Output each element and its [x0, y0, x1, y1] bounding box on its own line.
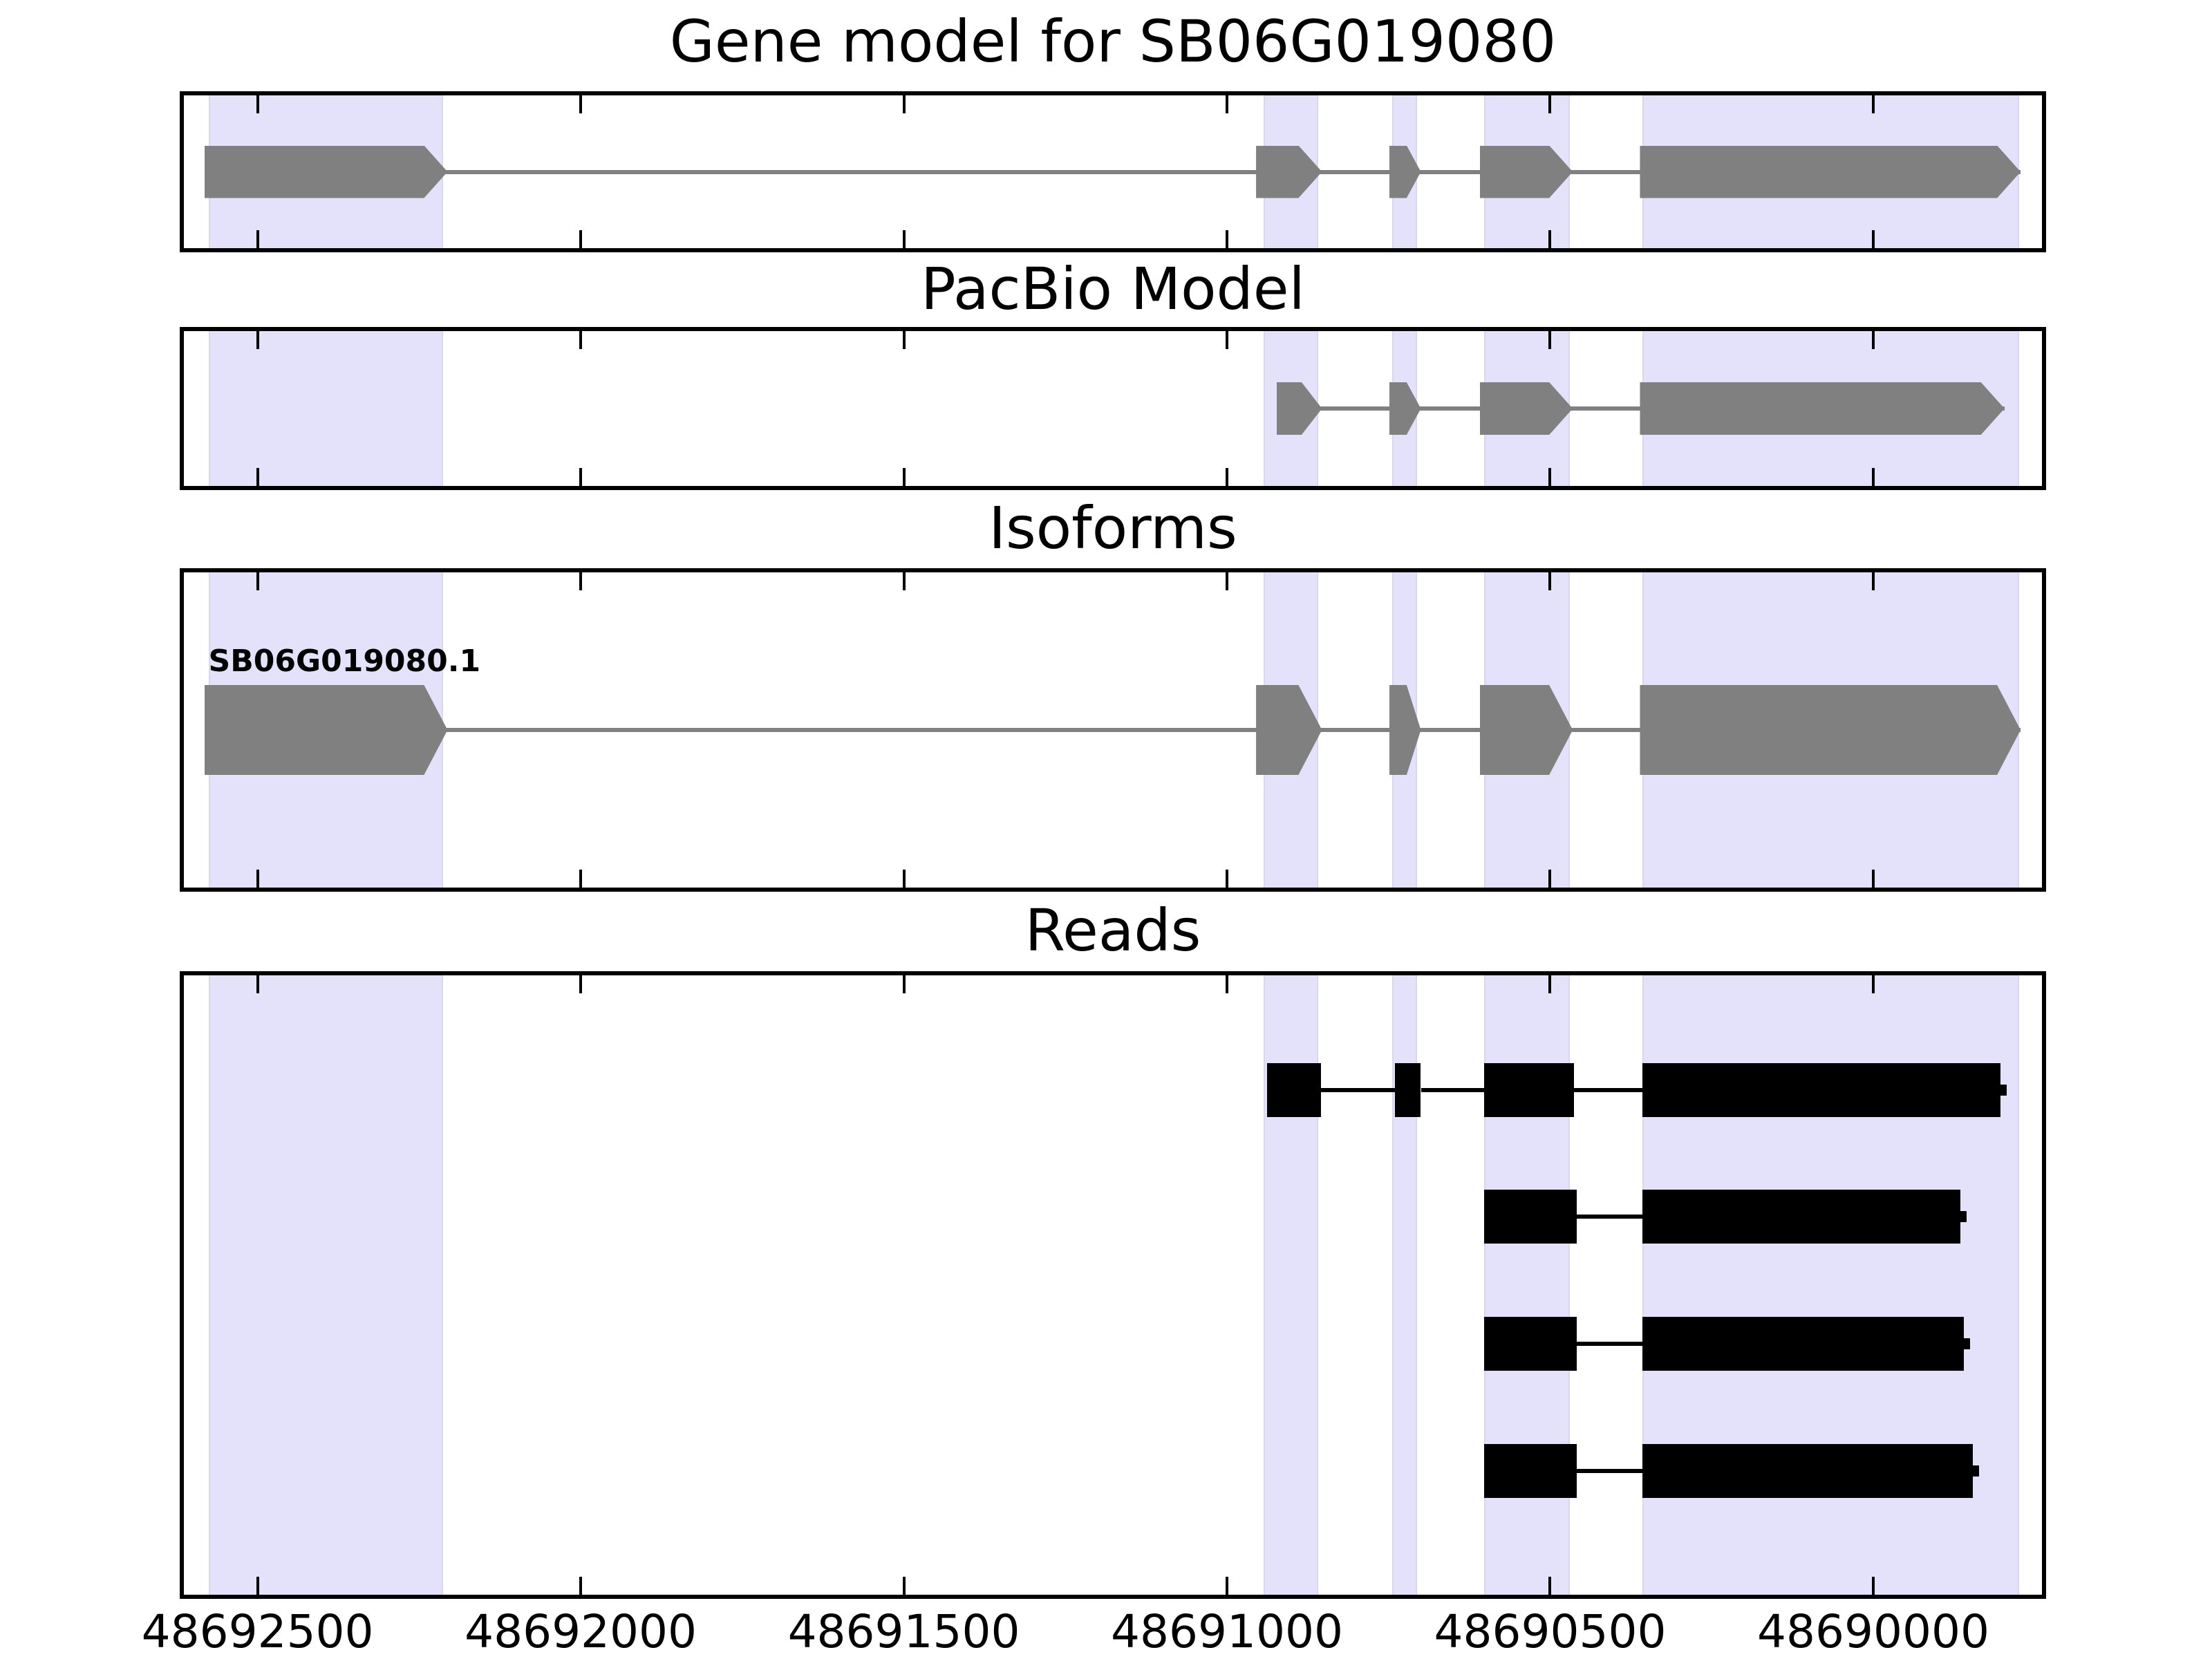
axis-tick-mark [1871, 331, 1875, 349]
pacbio-model-title: PacBio Model [921, 255, 1305, 323]
x-axis-tick-label: 48692500 [141, 1605, 374, 1658]
axis-tick-mark [1548, 975, 1552, 993]
axis-tick-mark [1226, 572, 1229, 590]
read-exon-block [1395, 1062, 1421, 1117]
read-junction-line [1576, 1215, 1643, 1219]
axis-tick-mark [579, 95, 583, 113]
axis-tick-mark [1226, 468, 1229, 486]
axis-tick-mark [1548, 331, 1552, 349]
axis-tick-mark [1548, 870, 1552, 888]
axis-tick-mark [256, 572, 259, 590]
x-axis-tick-label: 48690500 [1434, 1605, 1667, 1658]
axis-tick-mark [1548, 572, 1552, 590]
read-end-nub [2000, 1084, 2007, 1096]
read-junction-line [1320, 1087, 1396, 1092]
read-exon-block [1642, 1443, 1973, 1498]
axis-tick-mark [579, 870, 583, 888]
axis-tick-mark [1871, 975, 1875, 993]
read-exon-block [1484, 1062, 1575, 1117]
exon-highlight-band [208, 975, 443, 1595]
isoforms-title: Isoforms [988, 494, 1237, 562]
axis-tick-mark [579, 572, 583, 590]
axis-tick-mark [1226, 870, 1229, 888]
gene-model-title: Gene model for SB06G019080 [669, 8, 1557, 75]
panel-pacbio-model [180, 327, 2046, 490]
x-axis-tick-label: 48692000 [465, 1605, 697, 1658]
axis-tick-mark [1871, 230, 1875, 248]
axis-tick-mark [256, 331, 259, 349]
x-axis-tick-label: 48691500 [787, 1605, 1020, 1658]
axis-tick-mark [1871, 95, 1875, 113]
axis-tick-mark [256, 230, 259, 248]
axis-tick-mark [1226, 230, 1229, 248]
axis-tick-mark [256, 1577, 259, 1595]
axis-tick-mark [1548, 230, 1552, 248]
reads-title: Reads [1024, 897, 1201, 964]
axis-tick-mark [579, 975, 583, 993]
axis-tick-mark [902, 870, 906, 888]
read-junction-line [1421, 1087, 1485, 1092]
panel-isoforms: SB06G019080.1 [180, 568, 2046, 892]
intron-line [204, 169, 2021, 174]
read-end-nub [1963, 1338, 1970, 1350]
axis-tick-mark [579, 230, 583, 248]
read-end-nub [1972, 1465, 1979, 1477]
read-junction-line [1574, 1087, 1643, 1092]
exon-arrow-block [205, 146, 448, 198]
read-exon-block [1642, 1317, 1964, 1371]
read-exon-block [1484, 1317, 1577, 1371]
axis-tick-mark [256, 95, 259, 113]
x-axis-tick-label: 48690000 [1757, 1605, 1989, 1658]
axis-tick-mark [1548, 95, 1552, 113]
isoform-label: SB06G019080.1 [208, 644, 481, 679]
axis-tick-mark [579, 331, 583, 349]
intron-line [204, 728, 2021, 732]
axis-tick-mark [256, 870, 259, 888]
read-exon-block [1484, 1443, 1577, 1498]
panel-gene-model [180, 91, 2046, 252]
axis-tick-mark [1871, 572, 1875, 590]
panel-reads [180, 971, 2046, 1599]
read-exon-block [1266, 1062, 1321, 1117]
axis-tick-mark [1226, 331, 1229, 349]
axis-tick-mark [579, 468, 583, 486]
axis-tick-mark [1226, 975, 1229, 993]
exon-arrow-block [205, 685, 448, 775]
exon-arrow-block [1640, 685, 2021, 775]
read-end-nub [1960, 1211, 1967, 1223]
read-exon-block [1642, 1062, 2001, 1117]
axis-tick-mark [902, 331, 906, 349]
axis-tick-mark [1871, 870, 1875, 888]
exon-highlight-band [208, 331, 443, 486]
read-exon-block [1642, 1190, 1961, 1244]
axis-tick-mark [1226, 95, 1229, 113]
read-junction-line [1576, 1342, 1643, 1347]
axis-tick-mark [1548, 468, 1552, 486]
axis-tick-mark [902, 1577, 906, 1595]
axis-tick-mark [902, 572, 906, 590]
axis-tick-mark [1226, 1577, 1229, 1595]
axis-tick-mark [902, 95, 906, 113]
read-junction-line [1576, 1468, 1643, 1473]
exon-arrow-block [1640, 146, 2021, 198]
axis-tick-mark [1871, 1577, 1875, 1595]
axis-tick-mark [256, 975, 259, 993]
axis-tick-mark [902, 468, 906, 486]
axis-tick-mark [1871, 468, 1875, 486]
axis-tick-mark [1548, 1577, 1552, 1595]
axis-tick-mark [579, 1577, 583, 1595]
exon-arrow-block [1640, 382, 2004, 435]
axis-tick-mark [256, 468, 259, 486]
axis-tick-mark [902, 230, 906, 248]
axis-tick-mark [902, 975, 906, 993]
x-axis-tick-label: 48691000 [1111, 1605, 1343, 1658]
read-exon-block [1484, 1190, 1577, 1244]
